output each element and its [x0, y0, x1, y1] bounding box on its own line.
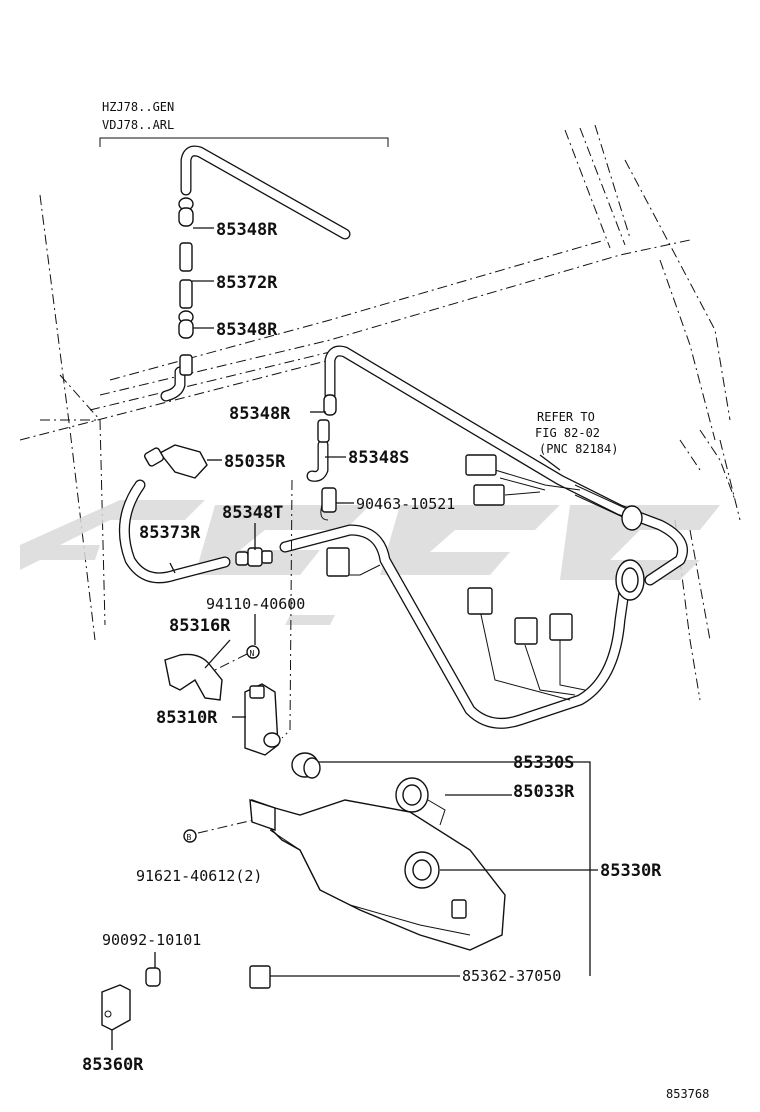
nut-94110-40600-icon: N [214, 645, 260, 671]
refer-line-2: FIG 82-02 [535, 426, 600, 440]
label-85316R: 85316R [169, 616, 231, 636]
grommet-90092-10101 [145, 967, 161, 987]
hose-85373R [118, 479, 231, 584]
svg-text:N: N [250, 649, 255, 658]
refer-line-3: (PNC 82184) [539, 442, 618, 456]
label-85362-37050: 85362-37050 [462, 967, 561, 985]
label-85330S: 85330S [513, 753, 574, 773]
label-94110-40600: 94110-40600 [206, 595, 305, 613]
grommet-85330S [291, 752, 321, 779]
figure-number: 853768 [666, 1087, 709, 1101]
main-washer-hose [279, 345, 688, 729]
bracket-85360R [101, 984, 131, 1031]
applicability-line-1: HZJ78..GEN [102, 100, 174, 114]
label-85033R: 85033R [513, 782, 575, 802]
clip-90463-10521 [320, 487, 337, 521]
connector-stack [178, 197, 194, 376]
grommets [615, 505, 645, 601]
bracket-85316R [164, 653, 223, 701]
label-85310R: 85310R [156, 708, 218, 728]
label-85373R: 85373R [139, 523, 201, 543]
applicability-labels: HZJ78..GEN VDJ78..ARL [102, 100, 174, 132]
leader-lines [111, 227, 598, 1050]
refer-line-1: REFER TO [537, 410, 595, 424]
label-85372R: 85372R [216, 273, 278, 293]
pad-85362-37050 [249, 965, 271, 989]
part-number-labels: 85348R 85372R 85348R 85348R 85035R 85348… [82, 220, 662, 1075]
label-85360R: 85360R [82, 1055, 144, 1075]
bolt-91621-40612-icon: B [183, 829, 197, 843]
label-90463-10521: 90463-10521 [356, 495, 455, 513]
label-90092-10101: 90092-10101 [102, 931, 201, 949]
label-85035R: 85035R [224, 452, 286, 472]
applicability-bracket [99, 137, 389, 147]
washer-motor-85033R [395, 777, 446, 826]
washer-pump-85310R [244, 683, 281, 756]
washer-tank-85330R [249, 799, 506, 951]
check-valve-85035R [143, 444, 208, 479]
svg-text:B: B [187, 833, 192, 842]
label-85348S: 85348S [348, 448, 409, 468]
label-85348R-middle: 85348R [216, 320, 278, 340]
applicability-line-2: VDJ78..ARL [102, 118, 174, 132]
label-85348R-lower: 85348R [229, 404, 291, 424]
vehicle-body-outline [19, 124, 741, 701]
label-85348T: 85348T [222, 503, 283, 523]
label-85348R-upper: 85348R [216, 220, 278, 240]
main-hose-joints [317, 394, 337, 443]
label-85330R: 85330R [600, 861, 662, 881]
label-91621-40612: 91621-40612(2) [136, 867, 262, 885]
upper-washer-hose [160, 145, 351, 402]
refer-note: REFER TO FIG 82-02 (PNC 82184) [535, 410, 618, 456]
